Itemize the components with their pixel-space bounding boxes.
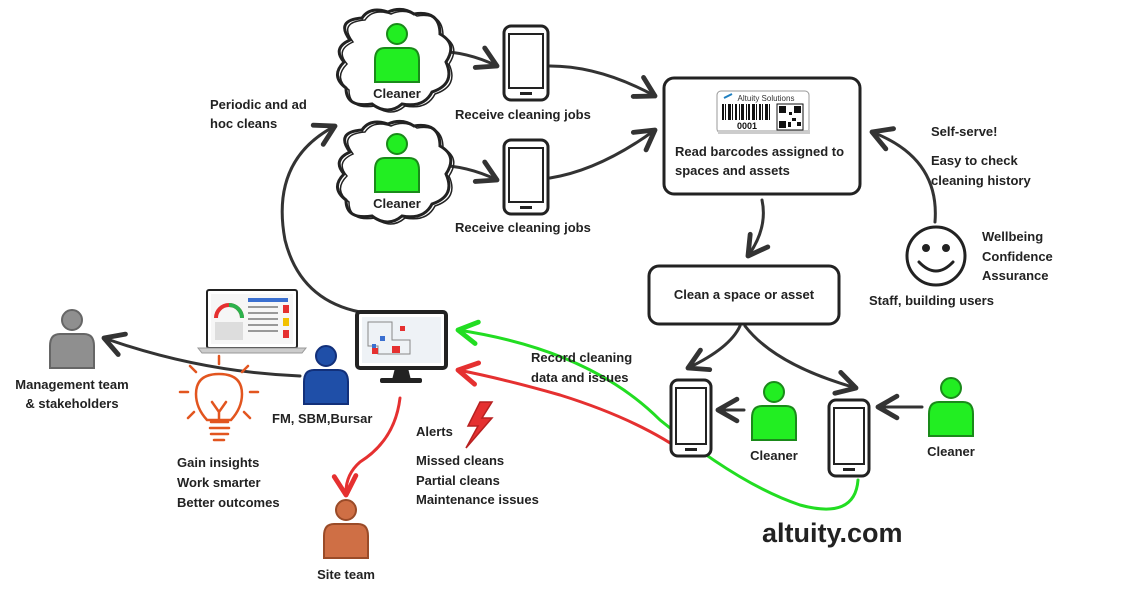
history-line-1: Easy to check <box>931 153 1018 168</box>
management-person-icon <box>49 309 95 369</box>
cleaner-label-bottom-left: Cleaner <box>750 448 798 463</box>
arrow-clean-to-phone-left <box>685 324 742 373</box>
alerts-title: Alerts <box>416 424 453 439</box>
arrow-fm-to-management <box>101 331 302 378</box>
insight-gain: Gain insights <box>177 455 260 470</box>
phone-icon <box>502 138 550 216</box>
arrow-monitor-to-cloud <box>280 122 362 314</box>
cleaner-person-icon <box>928 377 974 437</box>
fm-person-icon <box>303 345 349 405</box>
periodic-line-1: Periodic and ad <box>210 97 307 112</box>
insight-outcomes: Better outcomes <box>177 495 280 510</box>
record-line-1: Record cleaning <box>531 350 633 365</box>
connector-lines <box>101 45 937 424</box>
arrow-record-green <box>455 319 860 511</box>
arrow-clean-to-phone-right <box>743 324 859 396</box>
arrow-phone-to-card-mid <box>548 127 658 180</box>
alert-maintenance: Maintenance issues <box>416 492 539 507</box>
benefit-wellbeing: Wellbeing <box>982 229 1044 244</box>
site-team-person-icon <box>323 499 369 559</box>
staff-label: Staff, building users <box>869 293 994 308</box>
cleaner-label-top: Cleaner <box>373 86 421 101</box>
arrow-staff-to-card <box>869 126 937 224</box>
arrow-monitor-to-site-team <box>331 396 402 498</box>
benefit-assurance: Assurance <box>982 268 1049 283</box>
cleaner-label-middle: Cleaner <box>373 196 421 211</box>
management-line-2: & stakeholders <box>25 396 119 411</box>
benefit-confidence: Confidence <box>982 249 1053 264</box>
alert-missed: Missed cleans <box>416 453 505 468</box>
self-serve-label: Self-serve! <box>931 124 998 139</box>
lightbulb-icon <box>178 354 260 442</box>
periodic-line-2: hoc cleans <box>210 116 278 131</box>
arrow-card-to-clean <box>745 198 771 259</box>
arrow-phone-to-card-top <box>548 64 658 99</box>
cleaner-label-bottom-right: Cleaner <box>927 444 975 459</box>
barcode-text-2: spaces and assets <box>675 163 790 178</box>
receive-jobs-label-2: Receive cleaning jobs <box>455 220 591 235</box>
arrow-record-red <box>455 360 690 457</box>
barcode-brand: Altuity Solutions <box>738 94 795 103</box>
phone-icon <box>827 398 871 478</box>
clean-box <box>647 264 841 326</box>
barcode-text-1: Read barcodes assigned to <box>675 144 845 159</box>
barcode-code: 0001 <box>737 121 757 131</box>
site-team-label: Site team <box>317 567 375 582</box>
lightning-icon <box>465 401 494 449</box>
phone-icon <box>669 378 713 458</box>
phone-icon <box>502 24 550 102</box>
receive-jobs-label-1: Receive cleaning jobs <box>455 107 591 122</box>
barcode-card-box <box>662 76 862 196</box>
record-line-2: data and issues <box>531 370 629 385</box>
monitor-icon <box>355 310 448 383</box>
alert-partial: Partial cleans <box>416 473 500 488</box>
fm-label: FM, SBM,Bursar <box>272 411 373 426</box>
history-line-2: cleaning history <box>931 173 1031 188</box>
website-link[interactable]: altuity.com <box>762 518 903 548</box>
barcode-label-icon: Altuity Solutions 0001 <box>716 90 810 134</box>
cleaner-person-icon <box>751 381 797 441</box>
management-line-1: Management team <box>15 377 129 392</box>
clean-box-label: Clean a space or asset <box>673 287 815 302</box>
insight-smarter: Work smarter <box>177 475 261 490</box>
smiley-icon <box>905 225 967 287</box>
laptop-icon <box>196 289 308 354</box>
